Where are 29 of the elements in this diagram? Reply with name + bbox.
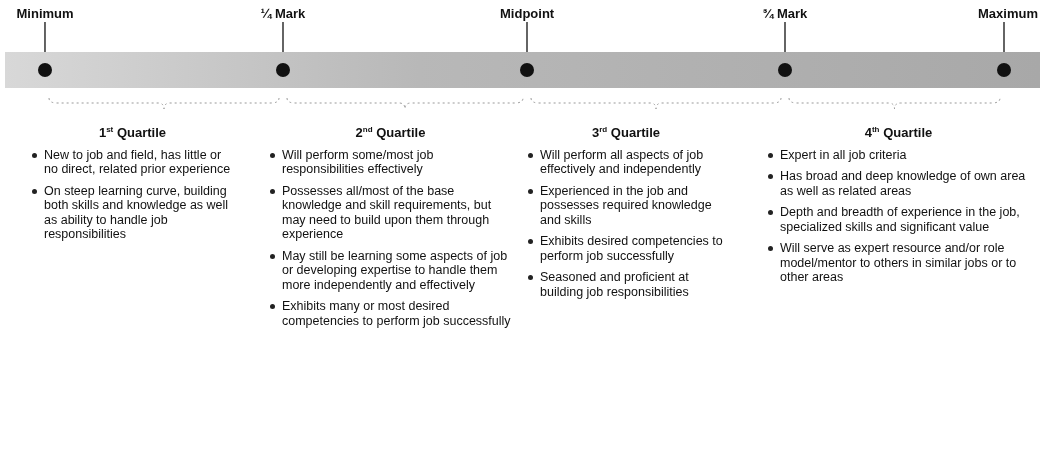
quartile-heading: 3$^{rd}$ Quartile	[591, 126, 661, 141]
bullet-item: Depth and breadth of experience in the job, specialized skills and significant value	[780, 205, 1031, 234]
range-bar	[5, 52, 1040, 88]
marker-dot	[38, 63, 52, 77]
quartile-heading: 2$^{nd}$ Quartile	[354, 126, 427, 141]
marker-dot	[997, 63, 1011, 77]
bullet-item: Has broad and deep knowledge of own area as well as related areas	[780, 169, 1031, 198]
mark-label: ¼ Mark	[260, 6, 306, 21]
mark-label: Midpoint	[500, 6, 555, 21]
bullet-item: On steep learning curve, building both skills and knowledge as well as ability to handle job responsibilities	[44, 183, 235, 242]
bullet-item: Possesses all/most of the base knowledge and skill requirements, but may need to build upon them through experience	[282, 183, 513, 242]
marker-dot	[778, 63, 792, 77]
bullet-item: Expert in all job criteria	[780, 147, 1031, 162]
mark-label: ¾ Mark	[762, 6, 808, 21]
quartile-heading: 1$^{st}$ Quartile	[97, 126, 168, 141]
mark-label: Minimum	[16, 6, 74, 21]
bullet-item: New to job and field, has little or no direct, related prior experience	[44, 147, 235, 177]
bullet-item: Will perform all aspects of job effectively and independently	[540, 147, 726, 177]
bullet-item: Experienced in the job and possesses required knowledge and skills	[540, 183, 726, 227]
bullet-item: Exhibits desired competencies to perform job successfully	[540, 234, 726, 263]
bullet-item: Exhibits many or most desired competencies to perform job successfully	[282, 299, 513, 328]
bullet-item: Seasoned and proficient at building job responsibilities	[540, 270, 726, 299]
quartile-heading: 4$^{th}$ Quartile	[863, 126, 934, 141]
bullet-item: Will serve as expert resource and/or role model/mentor to others in similar jobs or to other areas	[780, 241, 1031, 285]
marker-dot	[276, 63, 290, 77]
mark-label: Maximum	[978, 6, 1038, 21]
bullet-item: May still be learning some aspects of job or developing expertise to handle them more independently and effectively	[282, 248, 513, 292]
bullet-item: Will perform some/most job responsibilities effectively	[282, 147, 513, 177]
marker-dot	[520, 63, 534, 77]
